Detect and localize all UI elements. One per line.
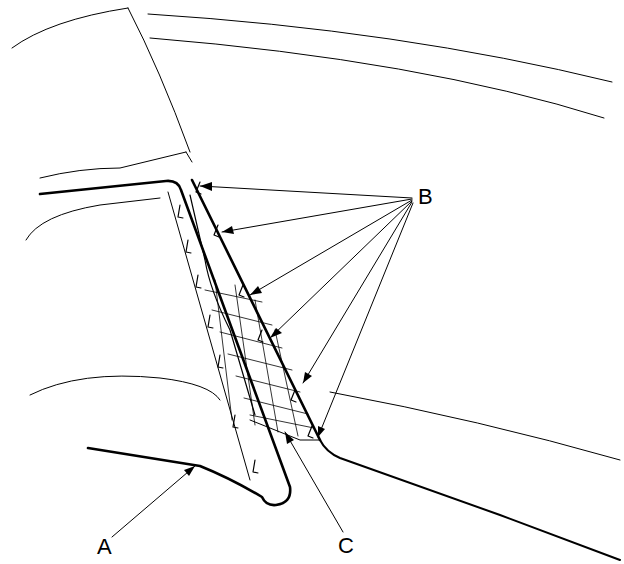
leader-lines (112, 186, 413, 537)
callout-letter: A (97, 536, 112, 558)
callout-letter: C (338, 535, 354, 557)
arrowheads (184, 182, 325, 476)
body-outline (12, 8, 620, 460)
callout-letter: B (418, 186, 433, 208)
trim-piece (40, 180, 620, 560)
clip-marks (178, 182, 313, 473)
grille-hatch (205, 280, 314, 436)
